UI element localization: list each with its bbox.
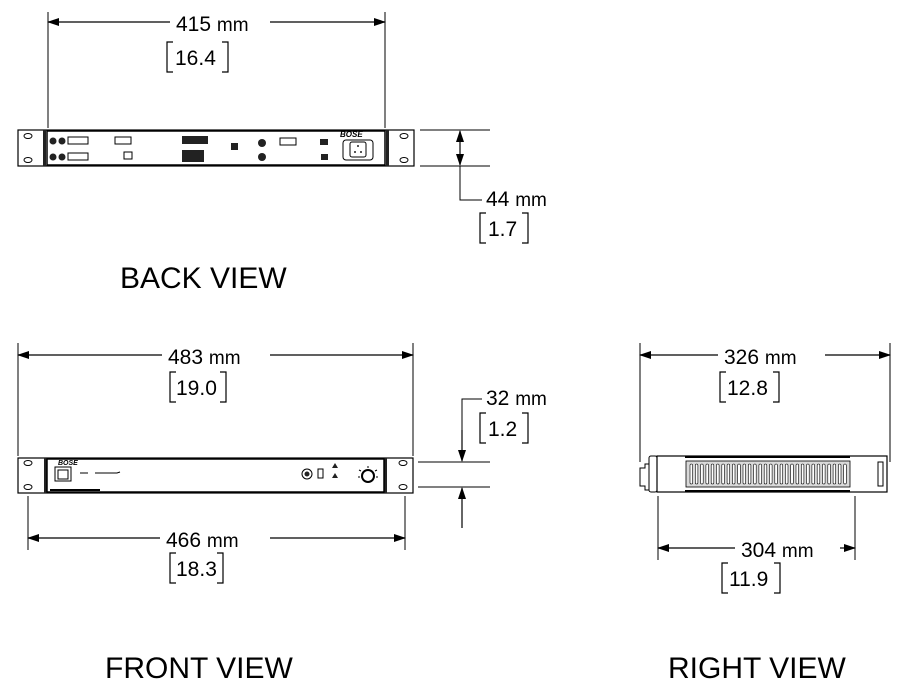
front-body-width-inches: 18.3	[176, 558, 217, 581]
vent-slot	[827, 463, 831, 485]
bose-logo: BOSE	[58, 460, 78, 467]
vent-slot	[747, 463, 752, 485]
back-view: 415 mm 16.4 BOSE	[17, 12, 547, 295]
right-view: 326 mm 12.8 304 mm 11.9 RIGHT VIEW	[639, 343, 891, 685]
back-width-inches: 16.4	[175, 47, 216, 70]
vent-slot	[753, 463, 757, 485]
vent-slot	[779, 463, 783, 485]
vent-slot	[710, 463, 715, 485]
vent-slot	[705, 463, 709, 485]
vent-slot	[689, 463, 693, 485]
vent-slot	[716, 463, 720, 485]
back-view-title: BACK VIEW	[120, 262, 287, 295]
vent-slot	[763, 463, 768, 485]
vent-slot	[737, 463, 741, 485]
vent-slot	[806, 463, 810, 485]
inch-bracket	[166, 41, 229, 73]
leader-line	[461, 398, 482, 440]
front-overall-width-inches: 19.0	[176, 377, 217, 400]
front-panel-device: BOSE	[17, 457, 414, 494]
right-overall-depth-inches: 12.8	[727, 377, 768, 400]
front-height-label: 32 mm	[486, 387, 547, 410]
front-view: 483 mm 19.0 BOSE 466 mm 18.3	[17, 343, 547, 685]
vent-slot	[758, 463, 762, 485]
vent-slot	[811, 463, 815, 485]
front-overall-width-label: 483 mm	[168, 346, 241, 369]
inch-bracket	[719, 371, 780, 403]
right-overall-depth-label: 326 mm	[724, 346, 797, 369]
front-height-inches: 1.2	[488, 418, 517, 441]
vent-slot	[726, 463, 730, 485]
vent-slot	[721, 463, 725, 485]
front-view-title: FRONT VIEW	[105, 652, 293, 685]
vent-slot	[742, 463, 746, 485]
vent-slot	[822, 463, 826, 485]
vent-slot	[785, 463, 789, 485]
vent-slot	[769, 463, 773, 485]
vent-slot	[816, 463, 821, 485]
inch-bracket	[479, 412, 529, 444]
back-height-label: 44 mm	[486, 188, 547, 211]
vent-slot	[843, 463, 847, 485]
back-panel-device: BOSE	[17, 129, 415, 167]
inch-bracket	[479, 212, 529, 244]
vent-slot	[700, 463, 704, 485]
vent-slot	[795, 463, 799, 485]
back-height-inches: 1.7	[488, 218, 517, 241]
inch-bracket	[721, 562, 781, 594]
vent-slot	[694, 463, 699, 485]
leader-line	[459, 166, 482, 201]
vent-slot	[800, 463, 805, 485]
vent-slot	[774, 463, 778, 485]
right-view-title: RIGHT VIEW	[668, 652, 846, 685]
front-body-width-label: 466 mm	[166, 529, 239, 552]
vent-slot	[832, 463, 836, 485]
inch-bracket	[169, 371, 227, 403]
vent-slot	[790, 463, 794, 485]
back-width-label: 415 mm	[176, 13, 249, 36]
side-profile-device	[639, 455, 888, 493]
inch-bracket	[169, 552, 224, 584]
right-body-depth-label: 304 mm	[741, 539, 814, 562]
vent-slot	[732, 463, 736, 485]
vent-slot	[838, 463, 842, 485]
right-body-depth-inches: 11.9	[729, 568, 768, 591]
bose-logo: BOSE	[340, 130, 363, 139]
